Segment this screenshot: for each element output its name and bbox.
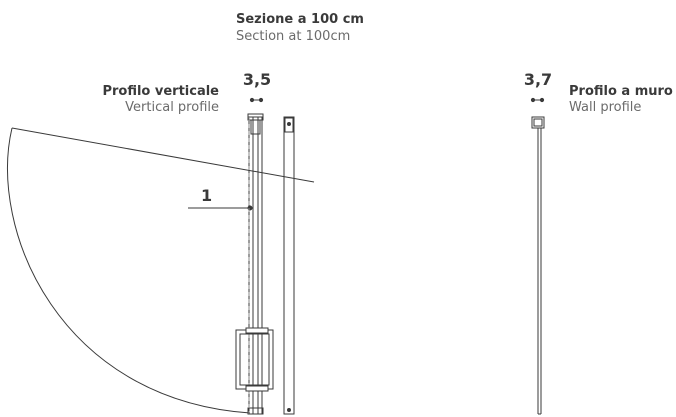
wall-profile-sublabel: Wall profile bbox=[569, 100, 642, 115]
wall-profile-dimension: 3,7 bbox=[523, 70, 553, 89]
wall-profile-label: Profilo a muro bbox=[569, 84, 673, 99]
dimension-marker-right bbox=[530, 97, 545, 103]
vertical-profile bbox=[247, 113, 264, 415]
side-profile bbox=[283, 116, 295, 415]
callout-number: 1 bbox=[201, 186, 213, 205]
handle-block bbox=[235, 327, 274, 392]
section-subtitle: Section at 100cm bbox=[236, 29, 351, 44]
vertical-profile-label: Profilo verticale bbox=[102, 84, 219, 99]
wall-profile-drawing bbox=[531, 116, 545, 415]
section-title: Sezione a 100 cm bbox=[236, 12, 364, 27]
vertical-profile-sublabel: Vertical profile bbox=[125, 100, 219, 115]
dimension-marker-left bbox=[249, 97, 264, 103]
vertical-profile-dimension: 3,5 bbox=[242, 70, 272, 89]
door-swing-arc bbox=[7, 127, 251, 414]
door-leaf-line bbox=[11, 127, 315, 183]
